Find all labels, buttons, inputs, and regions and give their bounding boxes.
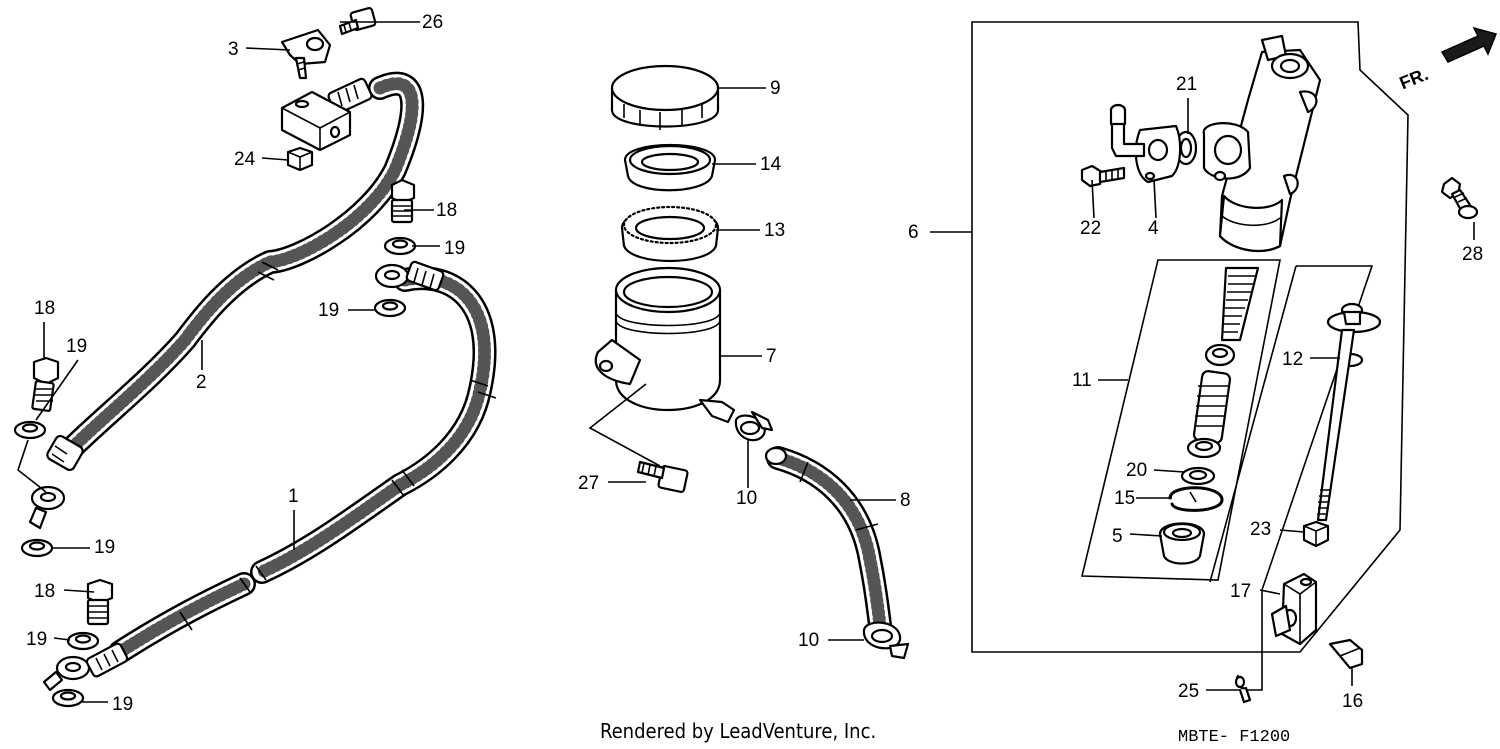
callout-12: 12 bbox=[1282, 349, 1303, 370]
washer-20 bbox=[1180, 466, 1216, 486]
front-direction-label: FR. bbox=[1397, 64, 1431, 93]
washer-19-a bbox=[383, 236, 417, 256]
clamp-3 bbox=[280, 28, 332, 80]
callout-7: 7 bbox=[766, 346, 777, 367]
callout-1: 1 bbox=[288, 486, 299, 507]
bolt-18-left bbox=[31, 356, 60, 412]
secondary-cup bbox=[1186, 437, 1222, 459]
bolt-18-lower bbox=[86, 578, 114, 626]
callout-28: 28 bbox=[1462, 244, 1483, 265]
callout-18-lower: 18 bbox=[34, 581, 55, 602]
bolt-18-upper bbox=[390, 178, 416, 224]
callout-19-a: 19 bbox=[444, 238, 465, 259]
nut-23 bbox=[1302, 520, 1330, 548]
circlip-15 bbox=[1168, 486, 1224, 512]
washer-19-d bbox=[20, 538, 54, 558]
cotter-pin-25 bbox=[1234, 674, 1252, 704]
callout-9: 9 bbox=[770, 78, 781, 99]
primary-cup bbox=[1204, 343, 1236, 367]
callout-21: 21 bbox=[1176, 74, 1197, 95]
callout-18-left: 18 bbox=[34, 298, 55, 319]
bolt-26 bbox=[338, 7, 377, 36]
bolt-28 bbox=[1440, 176, 1479, 220]
callout-14: 14 bbox=[760, 154, 782, 175]
master-cylinder-assembly-frame bbox=[971, 21, 1409, 653]
callout-11: 11 bbox=[1072, 370, 1092, 391]
reservoir-hose-8 bbox=[764, 446, 892, 637]
callout-26: 26 bbox=[422, 12, 443, 33]
reservoir-body-7 bbox=[594, 266, 736, 424]
callout-19-d: 19 bbox=[94, 537, 115, 558]
callout-17: 17 bbox=[1230, 581, 1251, 602]
front-direction-arrow-icon: FR. bbox=[1397, 26, 1498, 93]
callout-3: 3 bbox=[228, 39, 239, 60]
hose-joint-4 bbox=[1109, 103, 1182, 184]
callout-5: 5 bbox=[1112, 526, 1123, 547]
callout-labels: 3 26 24 18 19 19 18 19 2 19 1 18 19 19 9… bbox=[26, 12, 1483, 715]
diaphragm-13 bbox=[620, 205, 720, 262]
push-rod-12 bbox=[1316, 302, 1382, 522]
clevis-pin-16 bbox=[1328, 638, 1364, 670]
callout-22: 22 bbox=[1080, 218, 1101, 239]
callout-13: 13 bbox=[764, 220, 785, 241]
callout-20: 20 bbox=[1126, 460, 1147, 481]
callout-16: 16 bbox=[1342, 691, 1363, 712]
callout-6: 6 bbox=[908, 222, 919, 243]
hose-joint-block bbox=[280, 90, 352, 152]
hose-2 bbox=[46, 71, 425, 472]
footer-credit: Rendered by LeadVenture, Inc. bbox=[600, 719, 876, 743]
callout-19-f: 19 bbox=[112, 694, 133, 715]
hose-1 bbox=[42, 260, 497, 692]
leader-lines bbox=[17, 21, 1475, 703]
callout-4: 4 bbox=[1148, 218, 1159, 239]
callout-8: 8 bbox=[900, 490, 911, 511]
o-ring-21 bbox=[1174, 130, 1198, 166]
piston bbox=[1192, 370, 1232, 444]
bolt-27 bbox=[636, 460, 689, 494]
washer-19-e bbox=[66, 631, 100, 651]
bolt-22 bbox=[1080, 164, 1126, 188]
spring bbox=[1220, 266, 1260, 342]
callout-23: 23 bbox=[1250, 519, 1271, 540]
callout-18-upper: 18 bbox=[436, 200, 457, 221]
callout-25: 25 bbox=[1178, 681, 1199, 702]
callout-15: 15 bbox=[1114, 488, 1135, 509]
hose-clip-10-lower bbox=[862, 621, 910, 660]
boot-5 bbox=[1158, 522, 1206, 565]
diaphragm-plate-14 bbox=[623, 143, 717, 192]
hose-clip-10-upper bbox=[734, 410, 774, 442]
diagram-code: MBTE- F1200 bbox=[1178, 728, 1290, 747]
washer-19-c bbox=[13, 420, 47, 440]
piston-kit-frame-11 bbox=[1080, 259, 1281, 581]
callout-19-c: 19 bbox=[66, 336, 87, 357]
callout-27: 27 bbox=[578, 473, 599, 494]
master-cylinder-body bbox=[1202, 34, 1322, 253]
reservoir-cap-9 bbox=[610, 64, 720, 130]
clevis-17 bbox=[1270, 572, 1318, 646]
callout-24: 24 bbox=[234, 149, 256, 170]
washer-19-f bbox=[51, 688, 85, 708]
callout-10-lower: 10 bbox=[798, 630, 819, 651]
washer-19-b bbox=[373, 298, 407, 318]
callout-2: 2 bbox=[196, 372, 207, 393]
callout-10-upper: 10 bbox=[736, 488, 757, 509]
banjo-fitting-left bbox=[28, 485, 66, 530]
nut-24 bbox=[286, 146, 314, 172]
callout-19-e: 19 bbox=[26, 629, 47, 650]
callout-19-b: 19 bbox=[318, 300, 339, 321]
